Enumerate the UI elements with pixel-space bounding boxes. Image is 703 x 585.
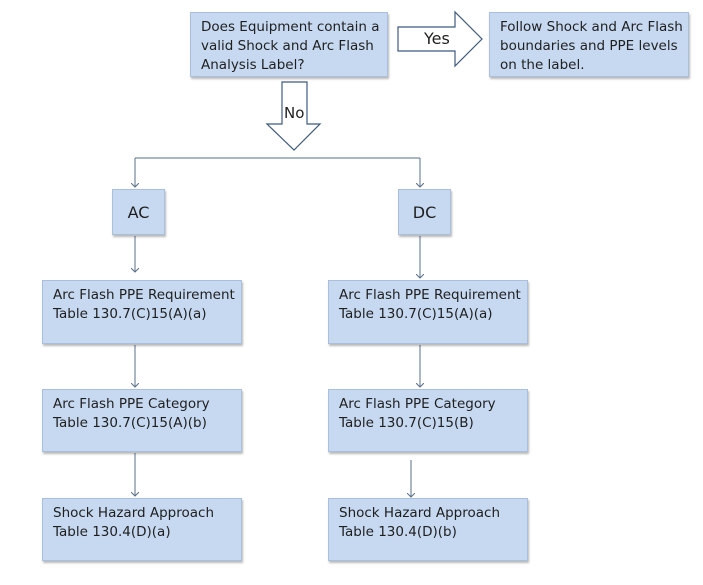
question-box: Does Equipment contain a valid Shock and… [190, 12, 388, 77]
dc-label: DC [412, 202, 437, 222]
dc-ppe-category-box: Arc Flash PPE Category Table 130.7(C)15(… [328, 389, 528, 452]
dc-ppe-category-title: Arc Flash PPE Category [339, 396, 496, 412]
ac-shock-approach-box: Shock Hazard Approach Table 130.4(D)(a) [42, 498, 242, 561]
dc-shock-approach-title: Shock Hazard Approach [339, 505, 501, 521]
dc-shock-approach-table: Table 130.4(D)(b) [339, 524, 457, 540]
dc-shock-approach-box: Shock Hazard Approach Table 130.4(D)(b) [328, 498, 528, 561]
result-line-1: Follow Shock and Arc Flash [500, 19, 683, 35]
dc-ppe-requirement-table: Table 130.7(C)15(A)(a) [339, 306, 493, 322]
ac-box: AC [112, 189, 165, 235]
ac-ppe-category-box: Arc Flash PPE Category Table 130.7(C)15(… [42, 389, 242, 452]
ac-ppe-category-title: Arc Flash PPE Category [53, 396, 210, 412]
no-label: No [284, 104, 305, 122]
yes-label: Yes [424, 29, 450, 48]
label-result-box: Follow Shock and Arc Flash boundaries an… [489, 12, 689, 77]
dc-box: DC [398, 189, 451, 235]
ac-ppe-requirement-table: Table 130.7(C)15(A)(a) [53, 306, 207, 322]
dc-ppe-category-table: Table 130.7(C)15(B) [339, 415, 474, 431]
dc-ppe-requirement-title: Arc Flash PPE Requirement [339, 287, 521, 303]
result-line-2: boundaries and PPE levels [500, 38, 678, 54]
ac-label: AC [127, 202, 150, 222]
ac-shock-approach-table: Table 130.4(D)(a) [53, 524, 171, 540]
ac-ppe-requirement-box: Arc Flash PPE Requirement Table 130.7(C)… [42, 280, 242, 344]
question-line-2: valid Shock and Arc Flash [201, 38, 374, 54]
question-line-1: Does Equipment contain a [201, 19, 380, 35]
ac-shock-approach-title: Shock Hazard Approach [53, 505, 215, 521]
dc-ppe-requirement-box: Arc Flash PPE Requirement Table 130.7(C)… [328, 280, 528, 344]
ac-ppe-category-table: Table 130.7(C)15(A)(b) [53, 415, 207, 431]
ac-ppe-requirement-title: Arc Flash PPE Requirement [53, 287, 235, 303]
result-line-3: on the label. [500, 57, 585, 73]
no-block-arrow [265, 81, 322, 151]
question-line-3: Analysis Label? [201, 57, 305, 73]
yes-block-arrow [397, 10, 483, 68]
